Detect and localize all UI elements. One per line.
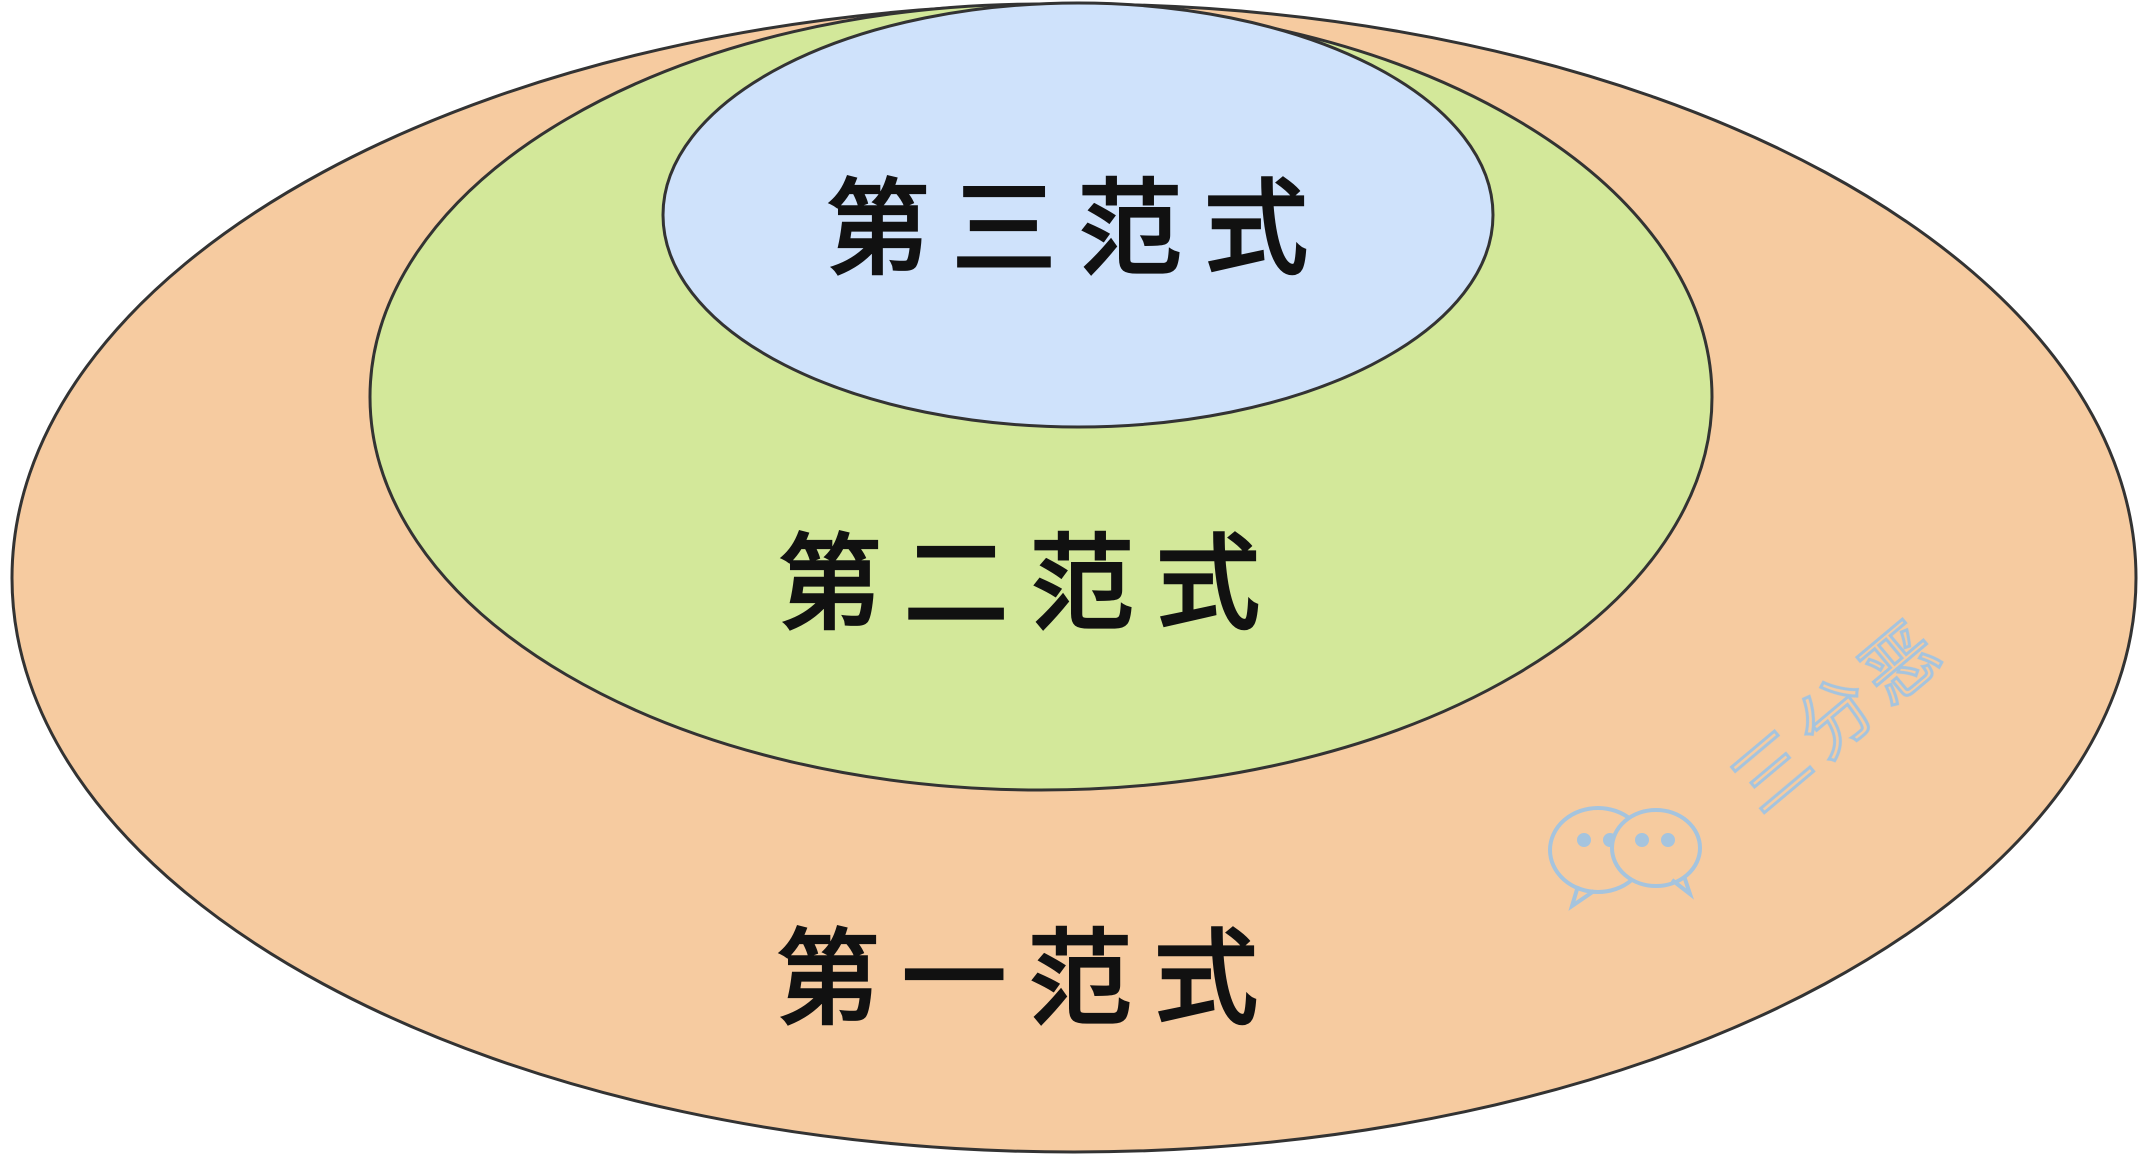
first-normal-form-label: 第一范式	[776, 917, 1280, 1040]
third-normal-form-label: 第三范式	[826, 167, 1330, 290]
second-normal-form-label: 第二范式	[778, 522, 1282, 645]
third-normal-form-ellipse	[661, 1, 1495, 429]
wechat-icon	[1548, 806, 1702, 911]
